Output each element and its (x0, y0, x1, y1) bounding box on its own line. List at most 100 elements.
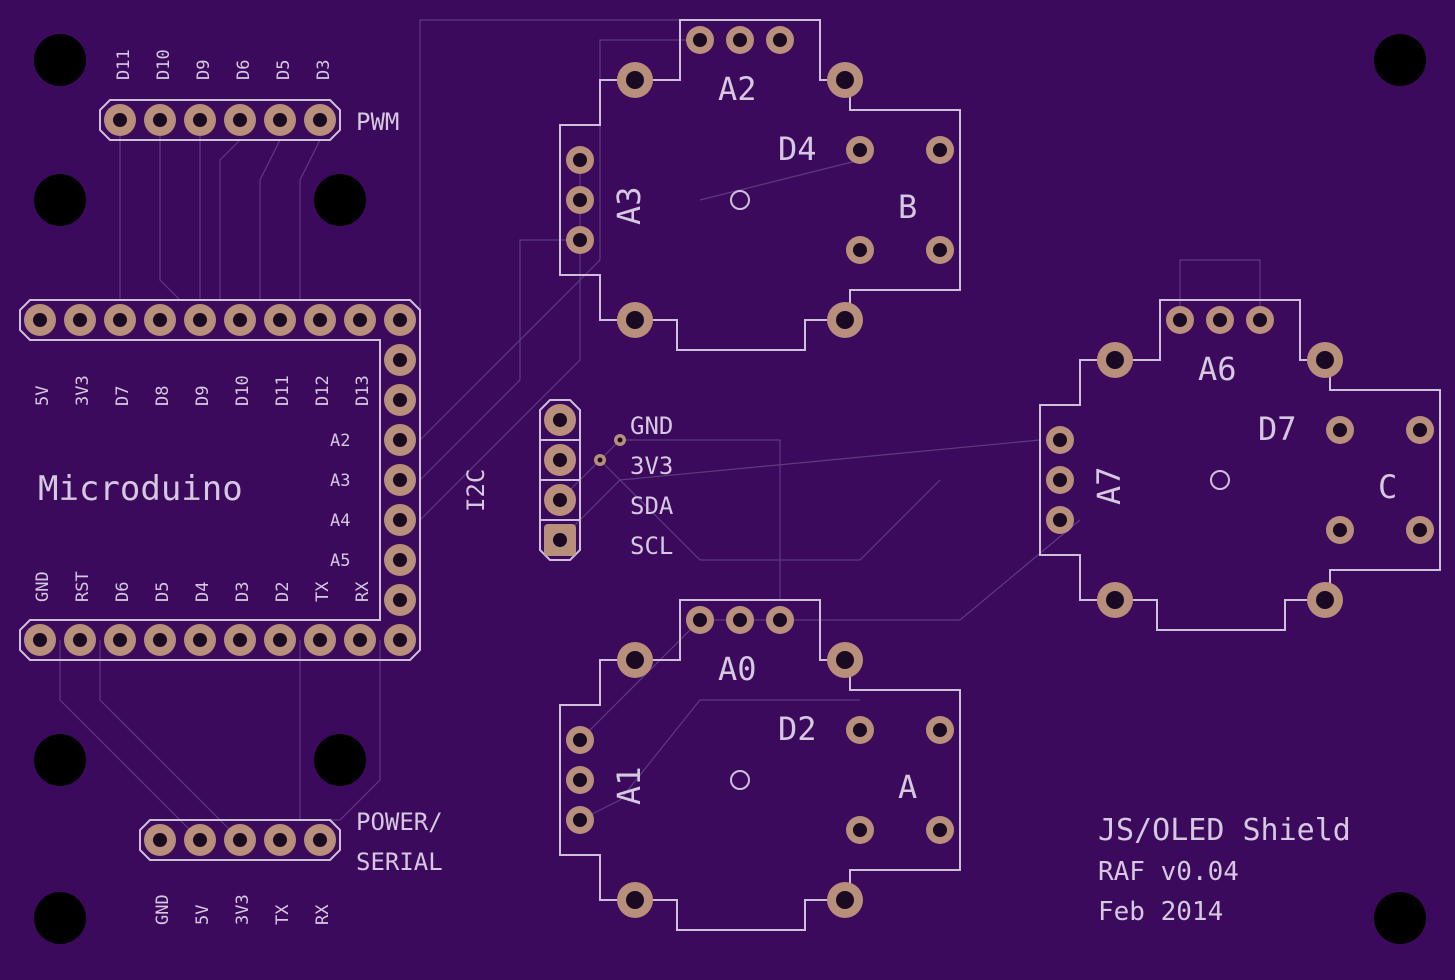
mounting-hole (314, 174, 366, 226)
microduino-footprint: 5V 3V3 D7 D8 D9 D10 D11 D12 D13 A2 A3 A4… (19, 299, 421, 661)
pad (1097, 342, 1133, 378)
pad (304, 104, 336, 136)
pwm-pin-label: D3 (314, 60, 334, 80)
pad (184, 824, 216, 856)
power-pin-label: 5V (193, 905, 213, 925)
microduino-pin-label: D9 (193, 386, 213, 406)
joystick-letter: A (898, 768, 917, 806)
pad (1206, 306, 1234, 334)
i2c-pin-label: SDA (630, 492, 674, 520)
pad (566, 806, 594, 834)
microduino-pin-label: RX (353, 581, 373, 602)
joystick-pot-top-label: A6 (1198, 350, 1237, 388)
pwm-pin-label: D10 (154, 49, 174, 80)
pad (264, 104, 296, 136)
microduino-pin-label: D10 (233, 375, 253, 406)
microduino-pin-label: A3 (330, 471, 350, 491)
pad (846, 236, 874, 264)
pad (827, 642, 863, 678)
microduino-pin-label: D5 (153, 582, 173, 602)
power-pin-label: GND (153, 894, 173, 925)
pad (926, 816, 954, 844)
pwm-pin-label: D11 (114, 49, 134, 80)
microduino-pin-label: 3V3 (73, 375, 93, 406)
joystick-button-label: D4 (778, 130, 817, 168)
board-title: JS/OLED Shield (1098, 813, 1351, 848)
microduino-label: Microduino (38, 469, 243, 509)
pad (617, 62, 653, 98)
pwm-header-label: PWM (356, 108, 399, 136)
pad (144, 824, 176, 856)
mounting-hole (34, 734, 86, 786)
pad (926, 136, 954, 164)
pad (617, 302, 653, 338)
microduino-pin-label: D2 (273, 582, 293, 602)
pwm-pin-label: D5 (274, 60, 294, 80)
microduino-pin-label: D3 (233, 582, 253, 602)
pwm-pin-label: D6 (234, 60, 254, 80)
power-pin-label: 3V3 (233, 894, 253, 925)
joystick-pot-side-label: A7 (1090, 466, 1128, 505)
pad (846, 716, 874, 744)
pad (104, 104, 136, 136)
pad (566, 766, 594, 794)
board-date: Feb 2014 (1098, 897, 1223, 927)
mounting-holes (34, 34, 1426, 944)
joystick-c: A6 A7 D7 C (1039, 299, 1441, 631)
pad (304, 824, 336, 856)
power-serial-header: GND 5V 3V3 TX RX POWER/ SERIAL (139, 808, 443, 925)
pad (566, 226, 594, 254)
pad (184, 104, 216, 136)
pad (264, 824, 296, 856)
pad (566, 186, 594, 214)
pad (1326, 416, 1354, 444)
joystick-pot-top-label: A2 (718, 70, 757, 108)
pad (827, 302, 863, 338)
mounting-hole (1374, 34, 1426, 86)
pad (1307, 342, 1343, 378)
pad (617, 882, 653, 918)
pad (827, 882, 863, 918)
pwm-pin-label: D9 (194, 60, 214, 80)
microduino-pin-label: D8 (153, 386, 173, 406)
joystick-center-mark (730, 770, 750, 790)
power-serial-label: SERIAL (356, 848, 443, 876)
microduino-pin-label: A5 (330, 551, 350, 571)
microduino-pads (24, 304, 416, 656)
pad (224, 104, 256, 136)
pad (544, 404, 576, 436)
pad (1046, 426, 1074, 454)
joystick-pot-side-label: A1 (610, 766, 648, 805)
pad (827, 62, 863, 98)
joystick-pot-top-label: A0 (718, 650, 757, 688)
microduino-pin-label: A2 (330, 431, 350, 451)
i2c-pin-label: 3V3 (630, 452, 673, 480)
pad (144, 104, 176, 136)
joystick-center-mark (1210, 470, 1230, 490)
joystick-letter: C (1378, 468, 1397, 506)
board-version: RAF v0.04 (1098, 857, 1239, 887)
joystick-a: A0 A1 D2 A (559, 599, 961, 931)
pad (846, 136, 874, 164)
i2c-header: I2C GND 3V3 SDA SCL (462, 399, 674, 561)
pad (617, 642, 653, 678)
pad (686, 26, 714, 54)
pad (566, 726, 594, 754)
microduino-pin-label: RST (73, 571, 93, 602)
microduino-pin-label: D11 (273, 375, 293, 406)
microduino-pin-label: 5V (33, 386, 53, 406)
mounting-hole (34, 892, 86, 944)
pwm-pads (104, 104, 336, 136)
pad (544, 484, 576, 516)
joystick-b: A2 A3 D4 B (559, 19, 961, 351)
pad (766, 26, 794, 54)
i2c-pin-label: GND (630, 412, 673, 440)
pad (1326, 516, 1354, 544)
pad (1097, 582, 1133, 618)
pad (544, 444, 576, 476)
mounting-hole (314, 734, 366, 786)
joystick-center-mark (730, 190, 750, 210)
microduino-pin-label: D7 (113, 386, 133, 406)
microduino-pin-label: TX (313, 581, 333, 602)
